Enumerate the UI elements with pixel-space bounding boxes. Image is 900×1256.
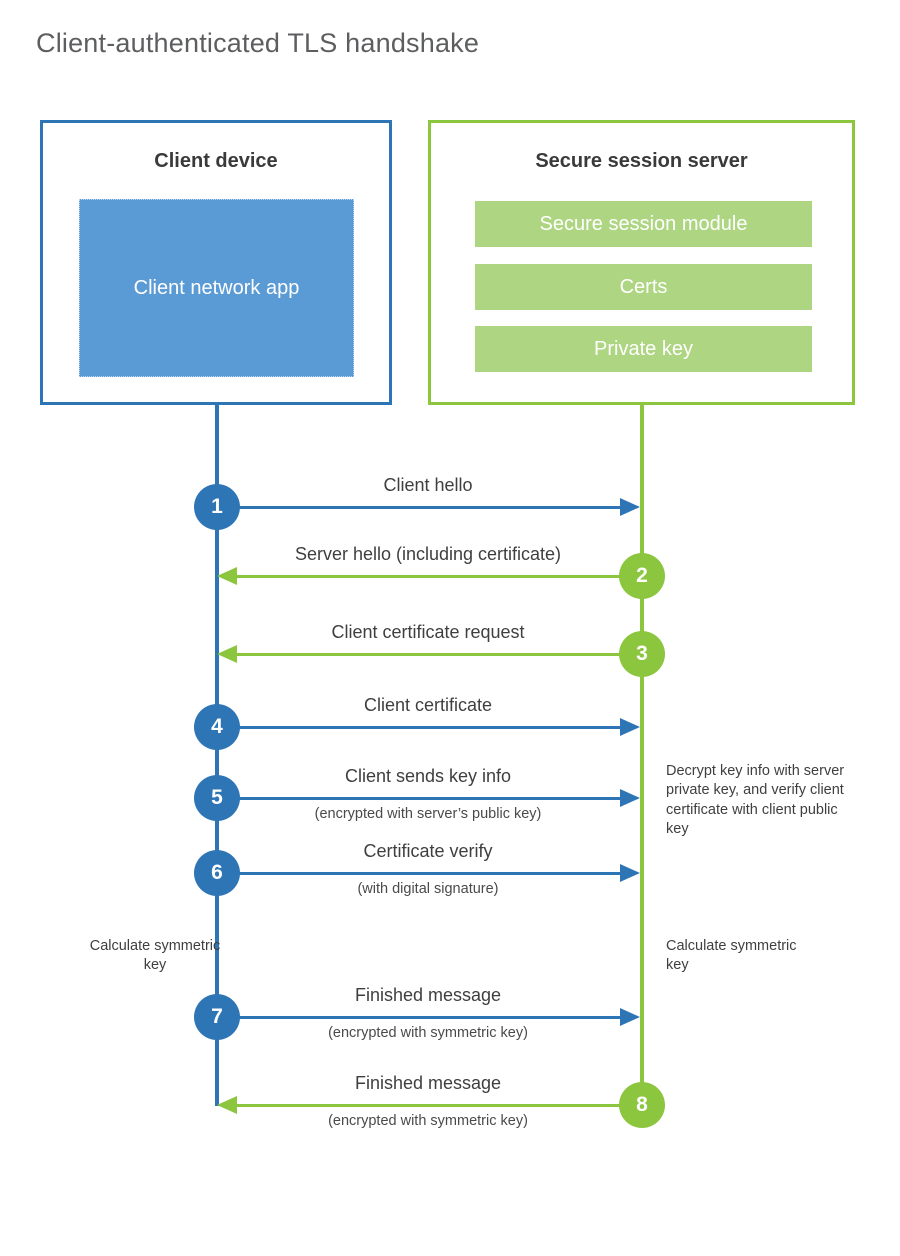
- message-sublabel-6: (with digital signature): [357, 881, 499, 897]
- message-label-3: Client certificate request: [331, 622, 525, 642]
- step-number-badge-2[interactable]: 2: [619, 553, 665, 599]
- arrow-head-icon-3: [217, 645, 237, 663]
- message-label-5: Client sends key info: [344, 766, 512, 786]
- arrow-head-icon-4: [620, 718, 640, 736]
- message-label-6: Certificate verify: [363, 841, 493, 861]
- server-calculate-symmetric-key-note: Calculate symmetric key: [666, 938, 797, 974]
- message-arrow-line-5: [217, 797, 622, 800]
- arrow-head-icon-7: [620, 1008, 640, 1026]
- client-calculate-symmetric-key-note: Calculate symmetric key: [89, 938, 221, 974]
- secure-session-server-title: Secure session server: [535, 150, 748, 172]
- arrow-head-icon-5: [620, 789, 640, 807]
- step-number-badge-6[interactable]: 6: [194, 850, 240, 896]
- step-number-badge-7[interactable]: 7: [194, 994, 240, 1040]
- server-decrypt-note: Decrypt key info with server private key…: [666, 763, 845, 837]
- step-number-badge-3[interactable]: 3: [619, 631, 665, 677]
- secure-session-server-box: Secure session server Secure session mod…: [428, 120, 855, 405]
- message-label-4: Client certificate: [363, 695, 493, 715]
- server-component-private-key: Private key: [475, 326, 812, 372]
- message-arrow-line-2: [235, 575, 640, 578]
- message-label-7: Finished message: [354, 985, 502, 1005]
- page-title: Client-authenticated TLS handshake: [36, 28, 480, 58]
- message-label-1: Client hello: [383, 475, 473, 495]
- step-number-badge-1[interactable]: 1: [194, 484, 240, 530]
- client-device-title: Client device: [154, 150, 278, 172]
- client-device-box: Client device Client network app: [40, 120, 392, 405]
- message-sublabel-7: (encrypted with symmetric key): [328, 1025, 528, 1041]
- message-arrow-line-7: [217, 1016, 622, 1019]
- arrow-head-icon-1: [620, 498, 640, 516]
- client-network-app-block: Client network app: [79, 199, 354, 377]
- message-arrow-line-3: [235, 653, 640, 656]
- client-lifeline: [215, 405, 219, 1106]
- arrow-head-icon-2: [217, 567, 237, 585]
- arrow-head-icon-6: [620, 864, 640, 882]
- message-sublabel-8: (encrypted with symmetric key): [328, 1113, 528, 1129]
- message-arrow-line-8: [235, 1104, 640, 1107]
- message-arrow-line-6: [217, 872, 622, 875]
- message-arrow-line-4: [217, 726, 622, 729]
- message-label-2: Server hello (including certificate): [294, 544, 562, 564]
- server-component-secure-session-module: Secure session module: [475, 201, 812, 247]
- step-number-badge-8[interactable]: 8: [619, 1082, 665, 1128]
- step-number-badge-5[interactable]: 5: [194, 775, 240, 821]
- server-lifeline: [640, 405, 644, 1106]
- step-number-badge-4[interactable]: 4: [194, 704, 240, 750]
- server-component-certs: Certs: [475, 264, 812, 310]
- arrow-head-icon-8: [217, 1096, 237, 1114]
- message-label-8: Finished message: [354, 1073, 502, 1093]
- message-sublabel-5: (encrypted with server’s public key): [314, 806, 542, 822]
- message-arrow-line-1: [217, 506, 622, 509]
